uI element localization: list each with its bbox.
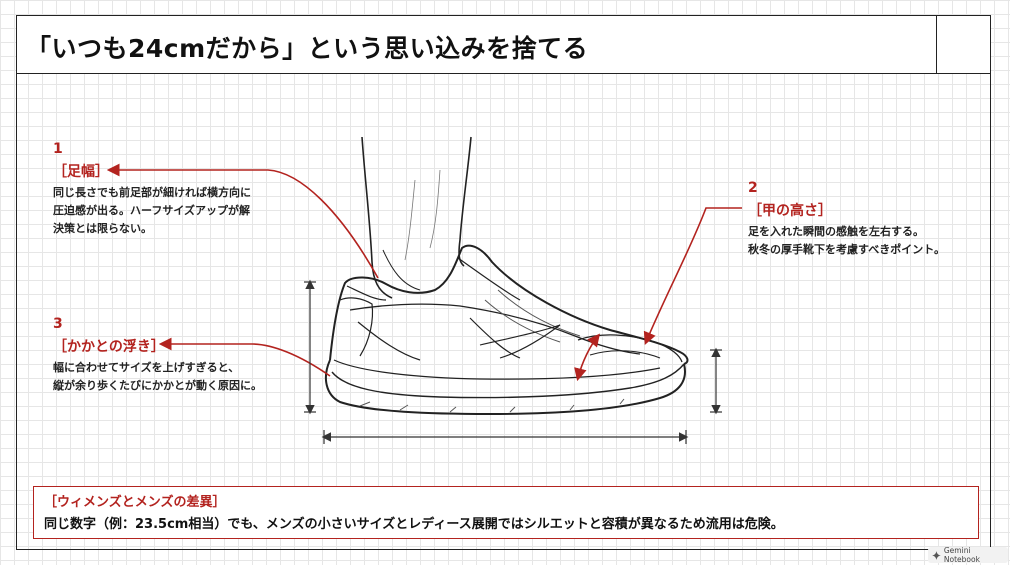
- callout-arrows: [106, 163, 742, 382]
- dimension-lines: [304, 279, 722, 444]
- summary-heading: ［ウィメンズとメンズの差異］: [44, 495, 226, 510]
- callout-number: 2: [748, 180, 758, 196]
- callout-heading: ［かかとの浮き］: [53, 339, 165, 355]
- arrow-instep: [643, 207, 742, 345]
- instep-height-marker: [574, 333, 600, 382]
- gemini-logo-icon: [932, 550, 941, 560]
- callout-number: 3: [53, 316, 63, 332]
- callout-body: 幅に合わせてサイズを上げすぎると、 縦が余り歩くたびにかかとが動く原因に。: [53, 361, 262, 392]
- callout-body: 足を入れた瞬間の感触を左右する。 秋冬の厚手靴下を考慮すべきポイント。: [748, 225, 946, 256]
- callout-number: 1: [53, 141, 63, 157]
- watermark-text: Gemini Notebook: [943, 546, 980, 564]
- callout-heel: 3 ［かかとの浮き］ 幅に合わせてサイズを上げすぎると、 縦が余り歩くたびにかか…: [53, 316, 262, 395]
- title-bar: [16, 15, 991, 74]
- watermark: Gemini Notebook: [928, 546, 1008, 564]
- arrow-heel: [158, 337, 331, 377]
- callout-instep: 2 ［甲の高さ］ 足を入れた瞬間の感触を左右する。 秋冬の厚手靴下を考慮すべきポ…: [748, 180, 945, 259]
- callout-heading: ［甲の高さ］: [748, 203, 832, 219]
- summary-box: [33, 486, 979, 539]
- summary-body: 同じ数字（例：23.5cm相当）でも、メンズの小さいサイズとレディース展開ではシ…: [44, 517, 784, 532]
- page-title: 「いつも24cmだから」という思い込みを捨てる: [26, 34, 589, 63]
- title-divider: [936, 15, 937, 74]
- callout-width: 1 ［足幅］ 同じ長さでも前足部が細ければ横方向に 圧迫感が出る。ハーフサイズア…: [53, 141, 251, 238]
- callout-body: 同じ長さでも前足部が細ければ横方向に 圧迫感が出る。ハーフサイズアップが解 決策…: [53, 186, 251, 235]
- callout-heading: ［足幅］: [53, 164, 109, 180]
- leg-outline: [361, 136, 472, 299]
- arrow-width: [106, 163, 379, 279]
- shoe-outline: [324, 244, 689, 416]
